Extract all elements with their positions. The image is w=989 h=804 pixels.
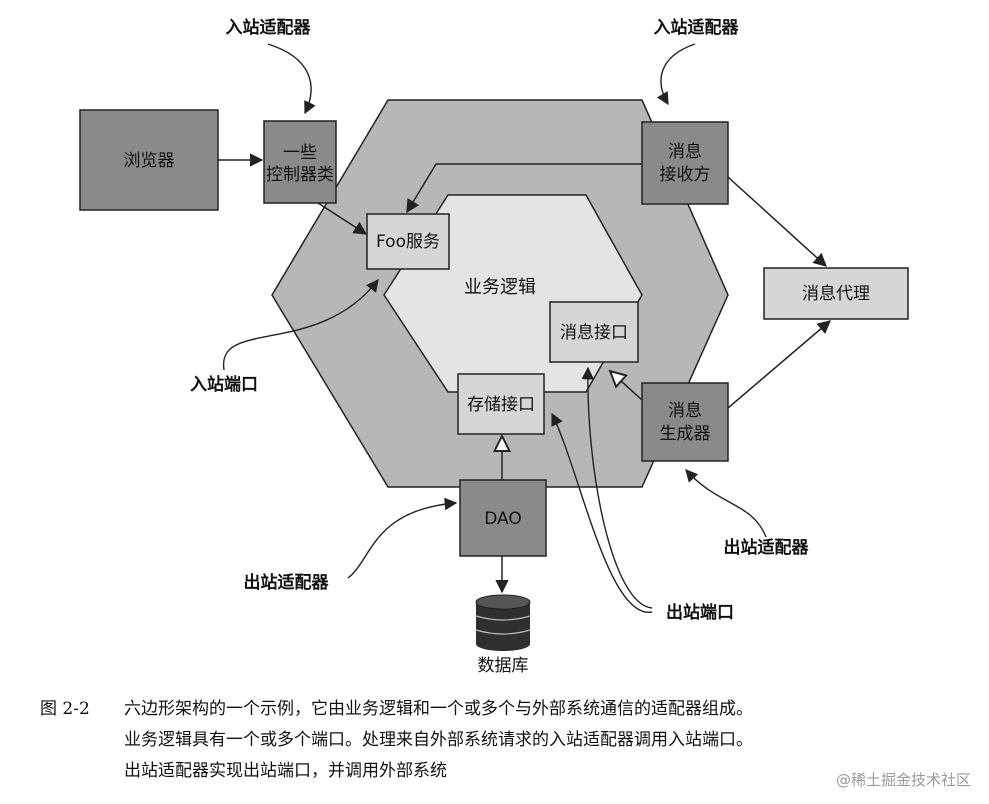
message-producer-box (641, 382, 729, 462)
controllers-box (263, 120, 337, 204)
business-logic-label: 业务逻辑 (464, 277, 536, 298)
inbound-adapter-left-label: 入站适配器 (226, 17, 312, 38)
callout-inbound-adapter-right (656, 43, 696, 106)
database-label: 数据库 (478, 656, 529, 676)
edge-receiver-to-broker (727, 176, 827, 267)
callout-inbound-adapter-left (267, 43, 316, 115)
hexagonal-architecture-diagram: 浏览器 一些 控制器类 Foo服务 业务逻辑 消息接口 存储接口 DAO 消息 … (79, 17, 909, 676)
callout-outbound-adapter-left (347, 497, 458, 579)
message-producer-label-line2: 生成器 (660, 424, 711, 444)
edge-receiver-to-foo-service (406, 163, 642, 214)
storage-interface-box (457, 373, 545, 435)
figure-caption: 图 2-2 六边形架构的一个示例，它由业务逻辑和一个或多个与外部系统通信的适配器组… (40, 694, 980, 787)
foo-service-label: Foo服务 (376, 232, 440, 252)
message-broker-box (763, 267, 909, 320)
controllers-label-line1: 一些 (283, 143, 317, 163)
message-receiver-label-line2: 接收方 (660, 165, 711, 185)
inbound-port-label: 入站端口 (190, 374, 258, 395)
browser-label: 浏览器 (124, 151, 175, 171)
caption-figure-number: 图 2-2 (40, 699, 90, 719)
storage-interface-label: 存储接口 (467, 395, 535, 415)
inbound-adapter-right-label: 入站适配器 (654, 17, 740, 38)
caption-text-1: 六边形架构的一个示例，它由业务逻辑和一个或多个与外部系统通信的适配器组成。 (124, 699, 753, 719)
message-interface-box (549, 301, 639, 363)
controllers-label-line2: 控制器类 (266, 165, 334, 185)
callout-outbound-adapter-right (685, 469, 767, 538)
edge-producer-implements-message-interface (610, 371, 643, 401)
dao-box (459, 479, 547, 557)
database-icon (475, 594, 531, 651)
dao-label: DAO (484, 509, 522, 529)
callout-outbound-port-to-message-interface (581, 366, 653, 609)
foo-service-box (366, 213, 450, 270)
callout-inbound-port (222, 279, 379, 371)
browser-box (79, 109, 219, 211)
message-receiver-box (641, 121, 729, 205)
watermark-text: @稀土掘金技术社区 (835, 771, 971, 789)
outbound-adapter-right-label: 出站适配器 (724, 537, 810, 558)
outbound-adapter-left-label: 出站适配器 (244, 572, 330, 593)
caption-line-3: 出站适配器实现出站端口，并调用外部系统 (124, 761, 447, 781)
message-interface-label: 消息接口 (560, 323, 628, 343)
caption-line-2: 业务逻辑具有一个或多个端口。处理来自外部系统请求的入站适配器调用入站端口。 (124, 730, 753, 750)
message-receiver-label-line1: 消息 (668, 142, 702, 162)
message-producer-label-line1: 消息 (668, 401, 702, 421)
message-broker-label: 消息代理 (802, 284, 870, 304)
edge-producer-to-broker (727, 320, 832, 409)
caption-line-1: 图 2-2 六边形架构的一个示例，它由业务逻辑和一个或多个与外部系统通信的适配器组… (40, 694, 980, 725)
outbound-port-label: 出站端口 (666, 602, 734, 623)
callout-outbound-port-to-storage-interface (551, 412, 653, 613)
edge-controllers-to-foo-service (317, 202, 368, 235)
